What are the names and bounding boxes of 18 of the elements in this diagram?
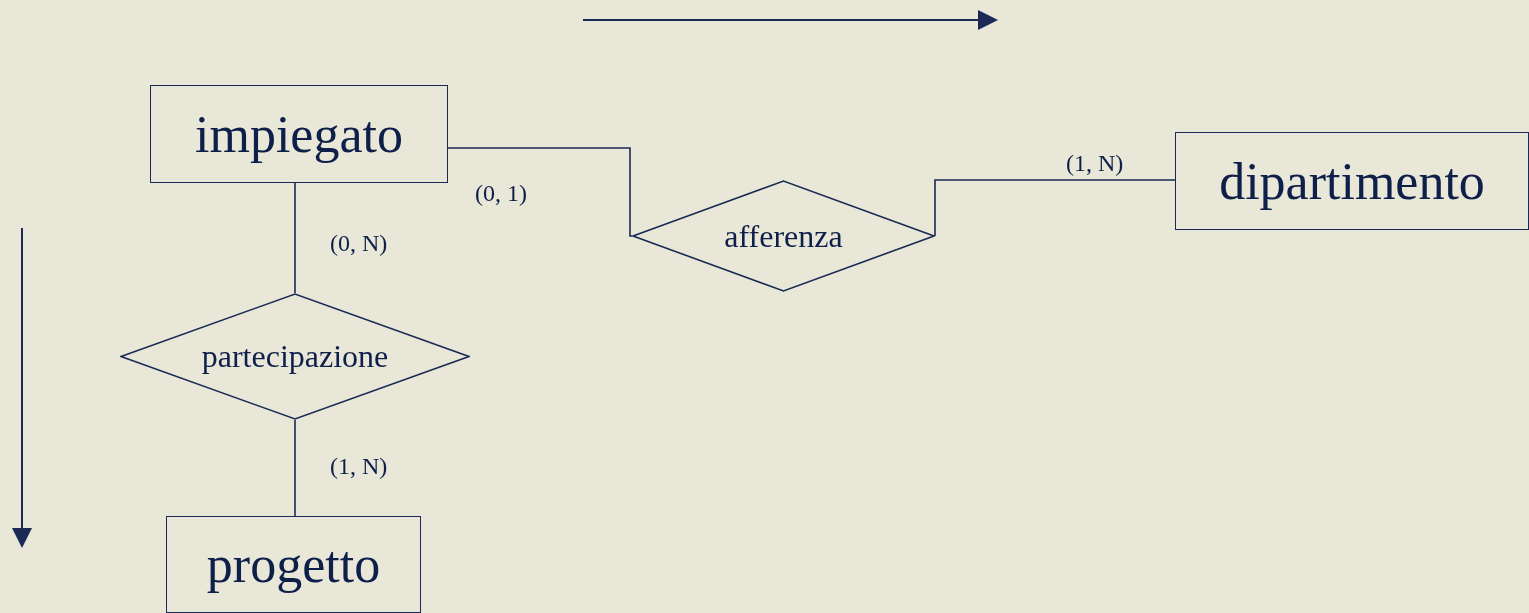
entity-name: dipartimento xyxy=(1219,151,1485,211)
entity-box xyxy=(150,85,448,183)
cardinality-label: (0, 1) xyxy=(475,180,527,207)
relationship-name: partecipazione xyxy=(201,338,389,375)
connector-line xyxy=(934,179,1176,237)
connector-line xyxy=(294,419,296,517)
connector-line xyxy=(294,182,296,294)
entity-box xyxy=(1175,132,1529,230)
entity-name: impiegato xyxy=(195,104,403,164)
relationship-diamond xyxy=(120,293,470,420)
connector-line xyxy=(447,147,633,237)
cardinality-label: (1, N) xyxy=(1066,150,1124,177)
relationship-diamond xyxy=(632,180,935,292)
entity-box xyxy=(166,516,421,613)
cardinality-label: (1, N) xyxy=(330,453,388,480)
relationship-name: afferenza xyxy=(724,217,843,255)
cardinality-label: (0, N) xyxy=(330,230,388,257)
entity-name: progetto xyxy=(206,535,381,594)
